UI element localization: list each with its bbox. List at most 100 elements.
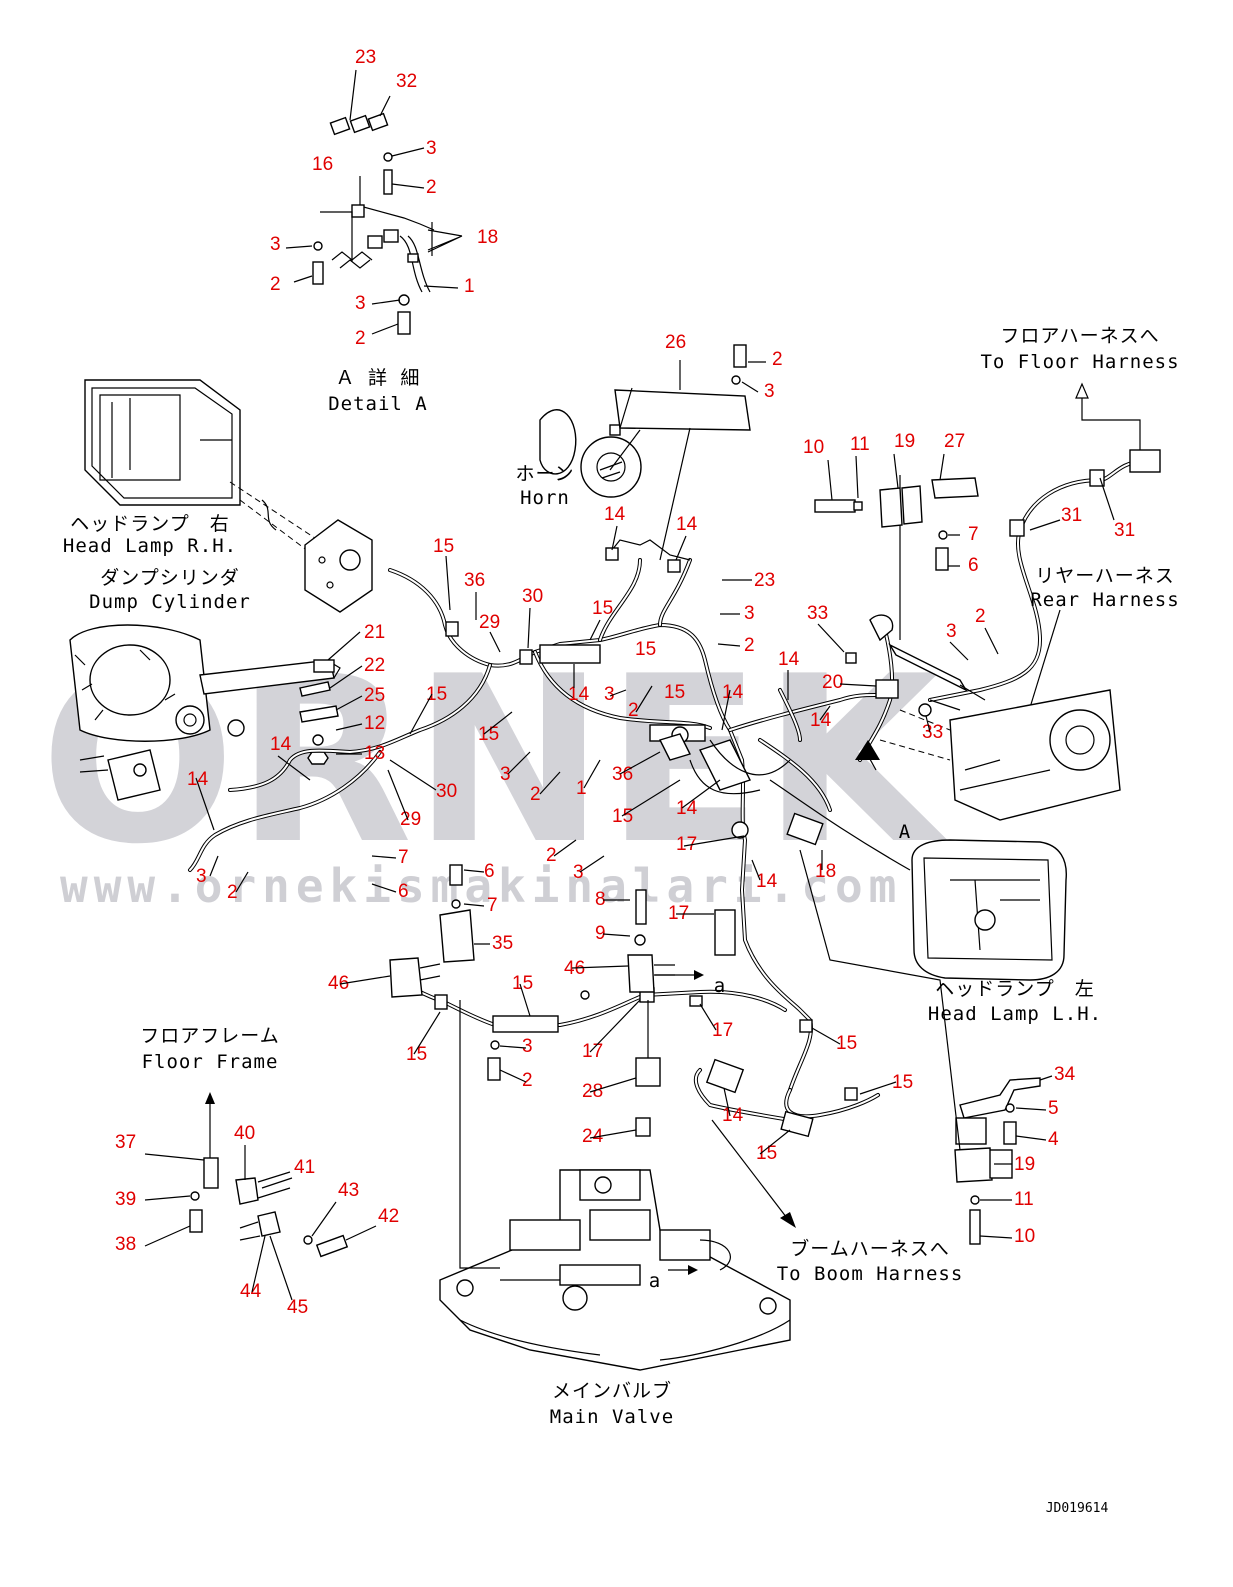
- callout-39: 39: [115, 1189, 136, 1210]
- callout-2: 2: [426, 177, 437, 198]
- callout-3: 3: [604, 684, 615, 705]
- callout-17: 17: [712, 1020, 733, 1041]
- callout-44: 44: [240, 1281, 262, 1302]
- callout-20: 20: [822, 672, 843, 693]
- callout-3: 3: [196, 866, 207, 887]
- callout-2: 2: [744, 635, 755, 656]
- boom-harness-leader: [711, 1119, 791, 1223]
- callout-33: 33: [807, 603, 828, 624]
- callout-3: 3: [500, 764, 511, 785]
- callout-35: 35: [492, 933, 513, 954]
- callout-15: 15: [664, 682, 685, 703]
- callout-10: 10: [1014, 1226, 1035, 1247]
- floor-frame-parts: [189, 1157, 349, 1258]
- head-lamp-rh-jp: ヘッドランプ 右: [70, 513, 229, 535]
- detail-a-label-en: Detail A: [328, 393, 428, 415]
- callout-16: 16: [312, 154, 333, 175]
- callout-38: 38: [115, 1234, 136, 1255]
- callout-3: 3: [522, 1036, 533, 1057]
- floor-frame-jp: フロアフレーム: [140, 1025, 279, 1047]
- callout-8: 8: [595, 889, 606, 910]
- callout-14: 14: [568, 684, 590, 705]
- callout-2: 2: [628, 700, 639, 721]
- callout-15: 15: [892, 1072, 913, 1093]
- horn-label-en: Horn: [520, 487, 570, 509]
- callout-12: 12: [364, 713, 385, 734]
- detail-a-assembly: [285, 69, 463, 335]
- bracket-34-19: [799, 849, 1041, 1245]
- floor-harness-en: To Floor Harness: [980, 351, 1179, 373]
- callout-18: 18: [815, 861, 836, 882]
- head-lamp-rh-en: Head Lamp R.H.: [63, 535, 237, 557]
- horn-label-jp: ホーン: [515, 463, 574, 485]
- bracket-19-27: [814, 475, 979, 640]
- callout-13: 13: [364, 743, 385, 764]
- callout-17: 17: [582, 1041, 603, 1062]
- callout-46: 46: [328, 973, 349, 994]
- head-lamp-rh: [84, 379, 373, 613]
- callout-7: 7: [968, 524, 979, 545]
- callout-30: 30: [522, 586, 543, 607]
- callout-3: 3: [764, 381, 775, 402]
- dump-cylinder-en: Dump Cylinder: [89, 591, 251, 613]
- callout-15: 15: [433, 536, 454, 557]
- callout-6: 6: [968, 555, 979, 576]
- main-valve-en: Main Valve: [550, 1406, 674, 1428]
- callout-15: 15: [478, 724, 499, 745]
- head-lamp-lh-en: Head Lamp L.H.: [928, 1003, 1102, 1025]
- callout-9: 9: [595, 923, 606, 944]
- callout-15: 15: [612, 806, 633, 827]
- detail-a-label-jp: Ａ 詳 細: [336, 367, 421, 389]
- callout-14: 14: [676, 798, 698, 819]
- callout-2: 2: [530, 784, 541, 805]
- callout-14: 14: [270, 734, 292, 755]
- head-lamp-lh: [769, 779, 1067, 981]
- callout-15: 15: [406, 1044, 427, 1065]
- callout-14: 14: [604, 504, 626, 525]
- callout-29: 29: [479, 612, 500, 633]
- callout-31: 31: [1061, 505, 1082, 526]
- callout-15: 15: [512, 973, 533, 994]
- boom-harness-en: To Boom Harness: [777, 1263, 964, 1285]
- watermark: ORNEK www.ornekismakinalari.com.tr: [40, 628, 997, 913]
- callout-3: 3: [573, 862, 584, 883]
- callout-2: 2: [772, 349, 783, 370]
- callout-numbers: 23 32 3 16 2 18 3 2 1 3 2 26 2 3 10 11 1…: [115, 47, 1135, 1318]
- dump-cylinder-jp: ダンプシリンダ: [100, 567, 239, 589]
- callout-23: 23: [355, 47, 376, 68]
- callout-6: 6: [398, 881, 409, 902]
- horn: [539, 409, 691, 573]
- callout-2: 2: [975, 606, 986, 627]
- callout-24: 24: [582, 1126, 604, 1147]
- callout-3: 3: [744, 603, 755, 624]
- callout-3: 3: [946, 621, 957, 642]
- callout-2: 2: [546, 845, 557, 866]
- callout-23: 23: [754, 570, 775, 591]
- callout-1: 1: [464, 276, 475, 297]
- boom-harness-jp: ブームハーネスへ: [790, 1237, 949, 1260]
- callout-43: 43: [338, 1180, 359, 1201]
- bracket-26: [609, 344, 751, 561]
- callout-10: 10: [803, 437, 824, 458]
- leader-lines: [144, 360, 1115, 1301]
- dump-cylinder: [69, 624, 341, 801]
- connector-a-upper: a: [714, 975, 726, 997]
- callout-19: 19: [894, 431, 915, 452]
- callout-3: 3: [426, 138, 437, 159]
- callout-14: 14: [722, 1105, 744, 1126]
- callout-7: 7: [398, 847, 409, 868]
- view-a-label: A: [899, 821, 911, 843]
- callout-15: 15: [592, 598, 613, 619]
- rear-harness-jp: リヤーハーネス: [1035, 565, 1175, 587]
- callout-15: 15: [635, 639, 656, 660]
- main-valve: [439, 1000, 791, 1371]
- callout-27: 27: [944, 431, 965, 452]
- rear-harness: [845, 382, 1161, 762]
- callout-11: 11: [850, 434, 870, 455]
- callout-36: 36: [612, 764, 633, 785]
- callout-11: 11: [1014, 1189, 1034, 1210]
- callout-31: 31: [1114, 520, 1135, 541]
- callout-17: 17: [676, 834, 697, 855]
- callout-15: 15: [426, 684, 447, 705]
- callout-6: 6: [484, 861, 495, 882]
